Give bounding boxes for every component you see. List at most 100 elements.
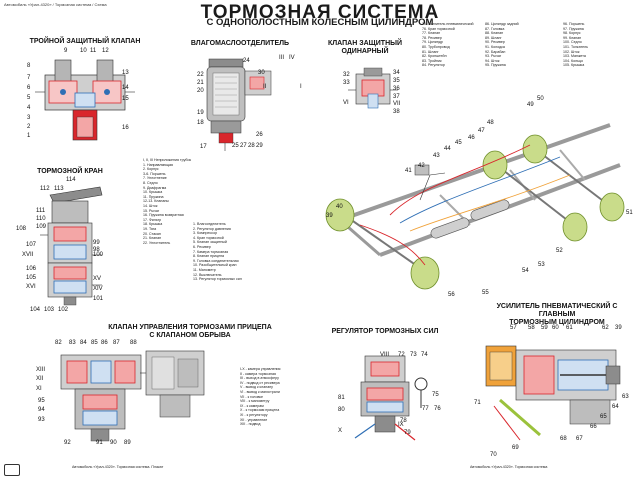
- label-sep-19: 19: [197, 110, 204, 116]
- legend-line: VII - к головке: [240, 394, 263, 399]
- label-brake-111: 111: [36, 208, 46, 214]
- header-caption: Автомобиль «Урал-4320» / Тормозная систе…: [4, 2, 107, 7]
- legend-line: IX - к камерам: [240, 403, 264, 408]
- label-reg-74: 74: [421, 352, 428, 358]
- label-chassis-46: 46: [468, 135, 475, 141]
- legend-line: I, II, III Неприложения трубок: [143, 158, 192, 162]
- legend-line: 12. Выключатель: [193, 272, 222, 277]
- label-single-36: 36: [393, 86, 400, 92]
- label-boost-66: 66: [590, 424, 597, 430]
- legend-line: 79. Цилиндр: [422, 40, 443, 45]
- label-triple-1: 1: [27, 133, 31, 139]
- label-triple-14: 14: [122, 85, 129, 91]
- label-brake-113: 113: [54, 186, 64, 192]
- legend-line: X - к тормозам прицепа: [240, 408, 280, 413]
- label-chassis-56: 56: [448, 292, 455, 298]
- label-sep-20: 20: [197, 88, 204, 94]
- legend-line: 10. Крышка: [143, 190, 163, 195]
- label-single-33: 33: [343, 80, 350, 86]
- label-reg-81: 81: [338, 395, 345, 401]
- label-sep-iii: III: [279, 55, 285, 61]
- label-trailer-90: 90: [110, 440, 117, 446]
- label-trailer-xiii: XIII: [36, 367, 46, 373]
- label-sep-27: 27: [240, 143, 247, 149]
- legend-line: 94. Шток: [485, 58, 500, 63]
- footer-right-caption: Автомобиль «Урал-4320». Тормозная систем…: [470, 465, 548, 469]
- legend-line: 78. Ресивер: [422, 35, 442, 40]
- label-triple-13: 13: [122, 70, 129, 76]
- label-boost-67: 67: [576, 436, 583, 442]
- legend-line: 8. Седло: [143, 180, 158, 185]
- label-boost-63: 63: [622, 394, 629, 400]
- label-boost-57: 57: [510, 325, 517, 331]
- legend-line: 15. Рычаг: [143, 208, 160, 213]
- legend-line: I-X - камера управления: [240, 367, 281, 371]
- legend-line: 101. Толкатель: [563, 44, 588, 49]
- label-single-37: 37: [393, 94, 400, 100]
- label-brake-103: 103: [44, 307, 55, 313]
- label-boost-65: 65: [600, 414, 607, 420]
- label-reg-76: 76: [434, 406, 441, 412]
- label-brake-xvii: XVII: [22, 252, 34, 258]
- legend-line: 87. Головка: [485, 26, 505, 31]
- label-sep-26: 26: [256, 132, 263, 138]
- label-boost-68: 68: [560, 436, 567, 442]
- label-single-38: 38: [393, 109, 400, 115]
- legend-line: 8. Клапан прицепа: [193, 254, 225, 259]
- legend-line: 9. Головка соединительная: [193, 258, 239, 263]
- section-trailer-valve-title: КЛАПАН УПРАВЛЕНИЯ ТОРМОЗАМИ ПРИЦЕПА С КЛ…: [108, 324, 272, 339]
- label-reg-75: 75: [432, 392, 439, 398]
- legend-line: 12-13. Клапаны: [143, 199, 169, 204]
- legend-line: II - камера тормозная: [240, 371, 276, 376]
- label-trailer-84: 84: [80, 340, 87, 346]
- label-brake-101: 101: [93, 296, 104, 302]
- label-reg-ix: IX: [398, 422, 404, 428]
- label-trailer-89: 89: [124, 440, 131, 446]
- label-boost-61: 61: [566, 325, 573, 331]
- label-reg-79: 79: [404, 430, 411, 436]
- label-chassis-41: 41: [405, 168, 412, 174]
- legend-line: 100. Седло: [563, 40, 582, 45]
- legend-line: 13. Регулятор тормозных сил: [193, 277, 242, 282]
- label-reg-viii: VIII: [380, 352, 390, 358]
- label-single-34: 34: [393, 70, 400, 76]
- legend-line: 102. Шток: [563, 49, 580, 54]
- legend-line: 11. Манометр: [193, 267, 216, 272]
- legend-line: 21. Клапан: [143, 236, 162, 241]
- legend-line: 7. Уплотнение: [143, 176, 167, 181]
- label-trailer-xii: XII: [36, 376, 44, 382]
- label-triple-10: 10: [80, 48, 87, 54]
- label-chassis-47: 47: [478, 128, 485, 134]
- label-chassis-44: 44: [444, 146, 451, 152]
- label-boost-64: 64: [612, 404, 619, 410]
- label-triple-2: 2: [27, 124, 31, 130]
- label-triple-9: 9: [64, 48, 68, 54]
- label-boost-60: 60: [552, 325, 559, 331]
- label-sep-28: 28: [248, 143, 255, 149]
- label-sep-18: 18: [197, 120, 204, 126]
- footer-left-caption: Автомобиль «Урал-4320». Тормозная систем…: [72, 465, 164, 469]
- legend-line: 7. Камера тормозная: [193, 249, 229, 254]
- section-triple-valve-title: ТРОЙНОЙ ЗАЩИТНЫЙ КЛАПАН: [29, 38, 141, 45]
- legend-line: 20. Стакан: [143, 231, 161, 236]
- legend-line: 9. Диафрагма: [143, 185, 167, 190]
- legend-line: 86. Цилиндр задний: [485, 22, 519, 26]
- chassis-drawing: [325, 123, 625, 290]
- legend-line: 92. Барабан: [485, 49, 506, 54]
- label-brake-114: 114: [66, 177, 76, 183]
- legend-line: IV - подвод от ресивера: [240, 380, 280, 385]
- label-single-35: 35: [393, 78, 400, 84]
- label-boost-62: 62: [602, 325, 609, 331]
- label-reg-80: 80: [338, 407, 345, 413]
- legend-line: 98. Корпус: [563, 31, 581, 36]
- label-reg-78: 78: [400, 418, 407, 424]
- legend-line: V - вывод к клапану: [240, 385, 273, 390]
- label-chassis-40: 40: [336, 204, 343, 210]
- legend-line: 10. Разобщительный кран: [193, 263, 237, 268]
- legend-line: 95. Пружина: [485, 63, 506, 68]
- label-brake-105: 105: [26, 275, 37, 281]
- label-trailer-94: 94: [38, 407, 45, 413]
- label-brake-106: 106: [26, 266, 37, 272]
